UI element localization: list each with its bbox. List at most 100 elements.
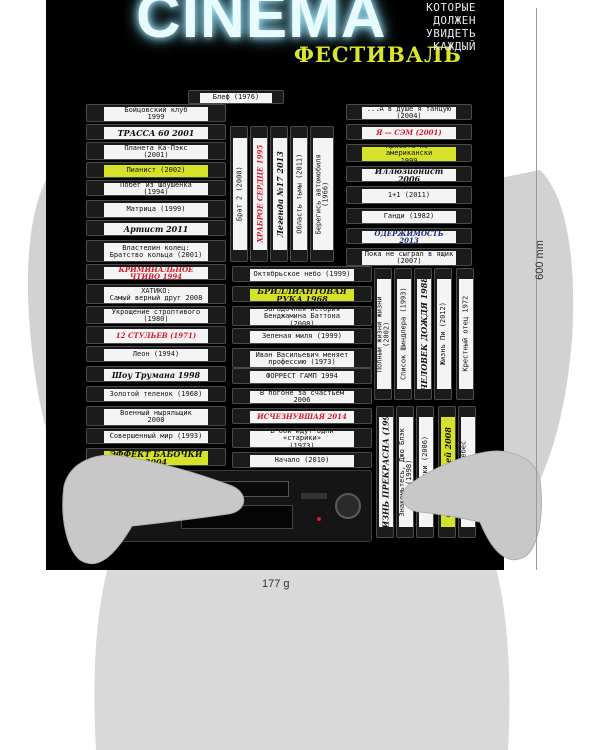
cassette-label: Леон (1994) xyxy=(103,349,209,361)
cassette-beregis: Берегись автомобиля (1966) xyxy=(310,126,334,262)
vcr-led-icon xyxy=(317,517,321,521)
cassette-pulp: КРИМИНАЛЬНОЕ ЧТИВО 1994 xyxy=(86,264,226,280)
cassette-legenda17: Легенда №17 2013 xyxy=(270,126,288,262)
cassette-label: Иван Васильевич меняет профессию (1973) xyxy=(249,351,355,367)
cassette-label: 12 СТУЛЬЕВ (1971) xyxy=(103,329,209,343)
cassette-oblast: Область тьмы (2011) xyxy=(290,126,308,262)
cassette-label: В погоне за счастьем 2006 xyxy=(249,391,355,403)
cassette-label: Начало (2010) xyxy=(249,455,355,467)
cassette-truman: Шоу Трумана 1998 xyxy=(86,366,226,382)
cassette-label: Шоу Трумана 1998 xyxy=(103,369,209,381)
cassette-label: Пианист (2002) xyxy=(103,165,209,177)
cassette-stulev: 12 СТУЛЬЕВ (1971) xyxy=(86,326,226,344)
cassette-yasem: Я — СЭМ (2001) xyxy=(346,124,472,140)
cassette-nachalo: Начало (2010) xyxy=(232,452,372,468)
cassette-label: Военный ныряльщик 2000 xyxy=(103,409,209,425)
cassette-beautiful: ЖИЗНЬ ПРЕКРАСНА (1997) xyxy=(376,406,394,538)
cassette-label: Властелин колец: Братство кольца (2001) xyxy=(103,243,209,261)
cassette-forrest: ФОРРЕСТ ГАМП 1994 xyxy=(232,368,372,384)
cassette-rain: ЧЕЛОВЕК ДОЖДЯ 1988 xyxy=(414,268,432,400)
cassette-ischeznuv: ИСЧЕЗНУВШАЯ 2014 xyxy=(232,408,372,424)
cassette-label: ХАТИКО: Самый верный друг 2008 xyxy=(103,287,209,303)
cassette-trassa: ТРАССА 60 2001 xyxy=(86,124,226,140)
height-dimension-text: 600 mm xyxy=(534,240,546,280)
cassette-boyc: Бойцовский клуб 1999 xyxy=(86,104,226,122)
cassette-zelenaya: Зеленая миля (1999) xyxy=(232,328,372,344)
cassette-label: КРИМИНАЛЬНОЕ ЧТИВО 1994 xyxy=(103,267,209,279)
cassette-vboy: В бой идут одни «старики» (1973) xyxy=(232,428,372,448)
cassette-label: Загадочная история Бенджамина Баттона (2… xyxy=(249,309,355,325)
cassette-poka: Пока не сыграл в ящик (2007) xyxy=(346,248,472,266)
cassette-label: Ганди (1982) xyxy=(361,211,457,223)
height-dimension-line xyxy=(536,8,537,570)
cassette-label: ХРАБРОЕ СЕРДЦЕ 1995 xyxy=(253,137,267,251)
cassette-oktyabr: Октябрьское небо (1999) xyxy=(232,266,372,282)
cassette-bleff: Блеф (1976) xyxy=(188,90,284,104)
cassette-telenok: Золотой теленок (1968) xyxy=(86,386,226,402)
cassette-label: Побег из Шоушенка (1994) xyxy=(103,183,209,195)
cassette-label: Планета Ка-Пэкс (2001) xyxy=(103,145,209,159)
tagline-line: УВИДЕТЬ xyxy=(426,27,476,40)
cassette-label: Укрощение строптивого (1980) xyxy=(103,309,209,323)
left-hand xyxy=(62,454,244,565)
cassette-matrix: Матрица (1999) xyxy=(86,200,226,218)
vcr-knob-icon xyxy=(335,493,361,519)
tagline-line: ДОЛЖЕН xyxy=(433,14,476,27)
cassette-spisok: Список Шиндлера (1993) xyxy=(394,268,412,400)
cassette-label: Список Шиндлера (1993) xyxy=(397,279,411,389)
cassette-zagadochnaya: Загадочная история Бенджамина Баттона (2… xyxy=(232,306,372,326)
right-hand xyxy=(401,450,542,561)
cassette-label: Берегись автомобиля (1966) xyxy=(313,137,333,251)
cassette-label: ОДЕРЖИМОСТЬ 2013 xyxy=(361,231,457,243)
cassette-adupah: ...А в душе я танцую (2004) xyxy=(346,104,472,120)
weight-label: 177 g xyxy=(262,578,290,590)
cassette-label: Пока не сыграл в ящик (2007) xyxy=(361,251,457,265)
cassette-pi: Жизнь Пи (2012) xyxy=(434,268,452,400)
cassette-polniy: Полный жизни жизни (2002) xyxy=(374,268,392,400)
cassette-plus1: 1+1 (2011) xyxy=(346,186,472,204)
tagline-line: КОТОРЫЕ xyxy=(426,1,476,14)
tagline-line: КАЖДЫЙ xyxy=(433,40,476,53)
cassette-label: Область тьмы (2011) xyxy=(293,137,307,251)
cassette-label: Я — СЭМ (2001) xyxy=(361,127,457,139)
cassette-label: Брат 2 (2000) xyxy=(233,137,247,251)
cassette-label: Блеф (1976) xyxy=(200,93,272,103)
poster-subtitle: ФЕСТИВАЛЬ xyxy=(294,42,462,67)
cassette-illusion: Иллюзионист 2006 xyxy=(346,166,472,182)
torso xyxy=(94,560,510,750)
cassette-label: Крестный отец 1972 xyxy=(459,279,473,389)
cassette-label: Жизнь Пи (2012) xyxy=(437,279,451,389)
cassette-label: Матрица (1999) xyxy=(103,203,209,217)
cassette-braveheart: ХРАБРОЕ СЕРДЦЕ 1995 xyxy=(250,126,268,262)
cassette-gandi: Ганди (1982) xyxy=(346,208,472,224)
cassette-label: БРИЛЛИАНТОВАЯ РУКА 1968 xyxy=(249,289,355,301)
cassette-hatiko: ХАТИКО: Самый верный друг 2008 xyxy=(86,284,226,304)
cassette-label: Полный жизни жизни (2002) xyxy=(377,279,391,389)
cassette-label: Иллюзионист 2006 xyxy=(361,169,457,181)
cassette-leon: Леон (1994) xyxy=(86,346,226,362)
cassette-brat2: Брат 2 (2000) xyxy=(230,126,248,262)
height-dimension-label: 600 mm xyxy=(520,200,560,320)
cassette-sovershenny: Совершенный мир (1993) xyxy=(86,428,226,444)
cassette-label: 1+1 (2011) xyxy=(361,189,457,203)
cassette-label: Золотой теленок (1968) xyxy=(103,389,209,401)
cassette-pobeg: Побег из Шоушенка (1994) xyxy=(86,180,226,196)
cassette-krestny: Крестный отец 1972 xyxy=(456,268,474,400)
cassette-label: ФОРРЕСТ ГАМП 1994 xyxy=(249,371,355,383)
cassette-pianist: Пианист (2002) xyxy=(86,162,226,178)
right-arm xyxy=(490,170,574,505)
cassette-label: Артист 2011 xyxy=(103,223,209,235)
cassette-label: Красота по-американски 1999 xyxy=(361,147,457,161)
cassette-voenny: Военный ныряльщик 2000 xyxy=(86,406,226,426)
cassette-pogone: В погоне за счастьем 2006 xyxy=(232,388,372,404)
cassette-label: В бой идут одни «старики» (1973) xyxy=(249,431,355,447)
cassette-oderzh: ОДЕРЖИМОСТЬ 2013 xyxy=(346,228,472,244)
cassette-artist: Артист 2011 xyxy=(86,220,226,236)
cassette-lotr: Властелин колец: Братство кольца (2001) xyxy=(86,240,226,262)
cassette-label: Легенда №17 2013 xyxy=(273,137,287,251)
cassette-label: Зеленая миля (1999) xyxy=(249,331,355,343)
cassette-krasota: Красота по-американски 1999 xyxy=(346,144,472,162)
vcr-buttons xyxy=(301,493,327,499)
